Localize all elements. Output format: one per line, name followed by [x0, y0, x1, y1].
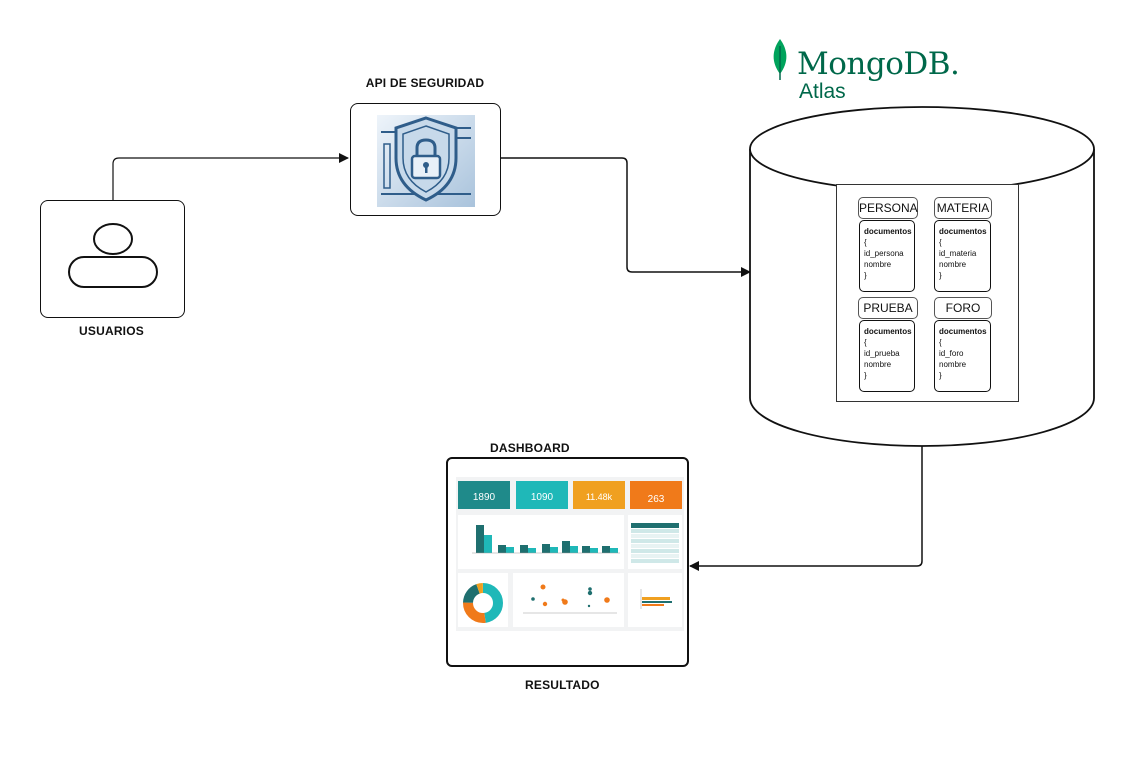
docs-brace-close: }	[864, 371, 867, 380]
collection-docs-persona: documentos { id_persona nombre }	[859, 220, 915, 292]
docs-brace-close: }	[864, 271, 867, 280]
docs-field: nombre	[864, 260, 892, 269]
dashboard-node[interactable]: 1890 1090 11.48k 263	[446, 457, 689, 667]
result-label: RESULTADO	[525, 678, 600, 692]
kpi-tile: 11.48k	[573, 481, 625, 509]
docs-brace-close: }	[939, 371, 942, 380]
collection-title-materia[interactable]: MATERIA	[934, 197, 992, 219]
scatter-thumbnail	[523, 584, 617, 614]
users-node[interactable]	[40, 200, 185, 318]
users-to-api-arrow	[112, 153, 349, 200]
docs-brace-open: {	[939, 238, 942, 247]
docs-field: id_foro	[939, 349, 964, 358]
docs-field: nombre	[864, 360, 892, 369]
docs-brace-open: {	[864, 338, 867, 347]
users-label: USUARIOS	[79, 324, 144, 338]
small-bar-thumbnail	[640, 589, 672, 609]
api-label: API DE SEGURIDAD	[365, 76, 485, 90]
kpi-tile: 1090	[516, 481, 568, 509]
kpi-tile: 263	[630, 481, 682, 509]
scatter-panel	[513, 573, 624, 627]
kpi-value: 11.48k	[585, 492, 613, 502]
docs-field: id_prueba	[864, 349, 900, 358]
collection-title-prueba[interactable]: PRUEBA	[858, 297, 918, 319]
collection-title-persona[interactable]: PERSONA	[858, 197, 918, 219]
table-thumbnail	[631, 523, 679, 563]
collection-docs-materia: documentos { id_materia nombre }	[934, 220, 991, 292]
dashboard-label: DASHBOARD	[490, 441, 570, 455]
kpi-value: 1890	[472, 492, 496, 503]
collection-docs-foro: documentos { id_foro nombre }	[934, 320, 991, 392]
docs-brace-open: {	[939, 338, 942, 347]
kpi-value: 1090	[530, 492, 554, 503]
docs-brace-open: {	[864, 238, 867, 247]
bar-chart-panel	[458, 515, 624, 569]
db-to-dashboard-arrow	[689, 445, 923, 571]
docs-heading: documentos	[939, 227, 987, 236]
collection-docs-prueba: documentos { id_prueba nombre }	[859, 320, 915, 392]
docs-field: id_persona	[864, 249, 904, 258]
docs-brace-close: }	[939, 271, 942, 280]
small-bar-panel	[628, 573, 682, 627]
docs-field: id_materia	[939, 249, 977, 258]
user-icon	[68, 223, 158, 288]
mongodb-atlas: Atlas	[799, 80, 846, 103]
docs-heading: documentos	[864, 227, 912, 236]
api-node[interactable]	[350, 103, 501, 216]
security-shield-icon	[377, 115, 475, 207]
donut-panel	[458, 573, 508, 627]
api-to-db-arrow	[500, 157, 751, 277]
docs-field: nombre	[939, 360, 967, 369]
docs-heading: documentos	[864, 327, 912, 336]
docs-heading: documentos	[939, 327, 987, 336]
bar-chart-thumbnail	[472, 525, 620, 554]
collection-title-foro[interactable]: FORO	[934, 297, 992, 319]
mongodb-brand: MongoDB.	[797, 46, 960, 82]
donut-thumbnail	[463, 583, 503, 623]
kpi-tile: 1890	[458, 481, 510, 509]
dashboard-screenshot: 1890 1090 11.48k 263	[456, 477, 684, 631]
mongodb-leaf-icon	[773, 39, 787, 80]
docs-field: nombre	[939, 260, 967, 269]
kpi-value: 263	[647, 494, 665, 505]
table-panel	[628, 515, 682, 569]
